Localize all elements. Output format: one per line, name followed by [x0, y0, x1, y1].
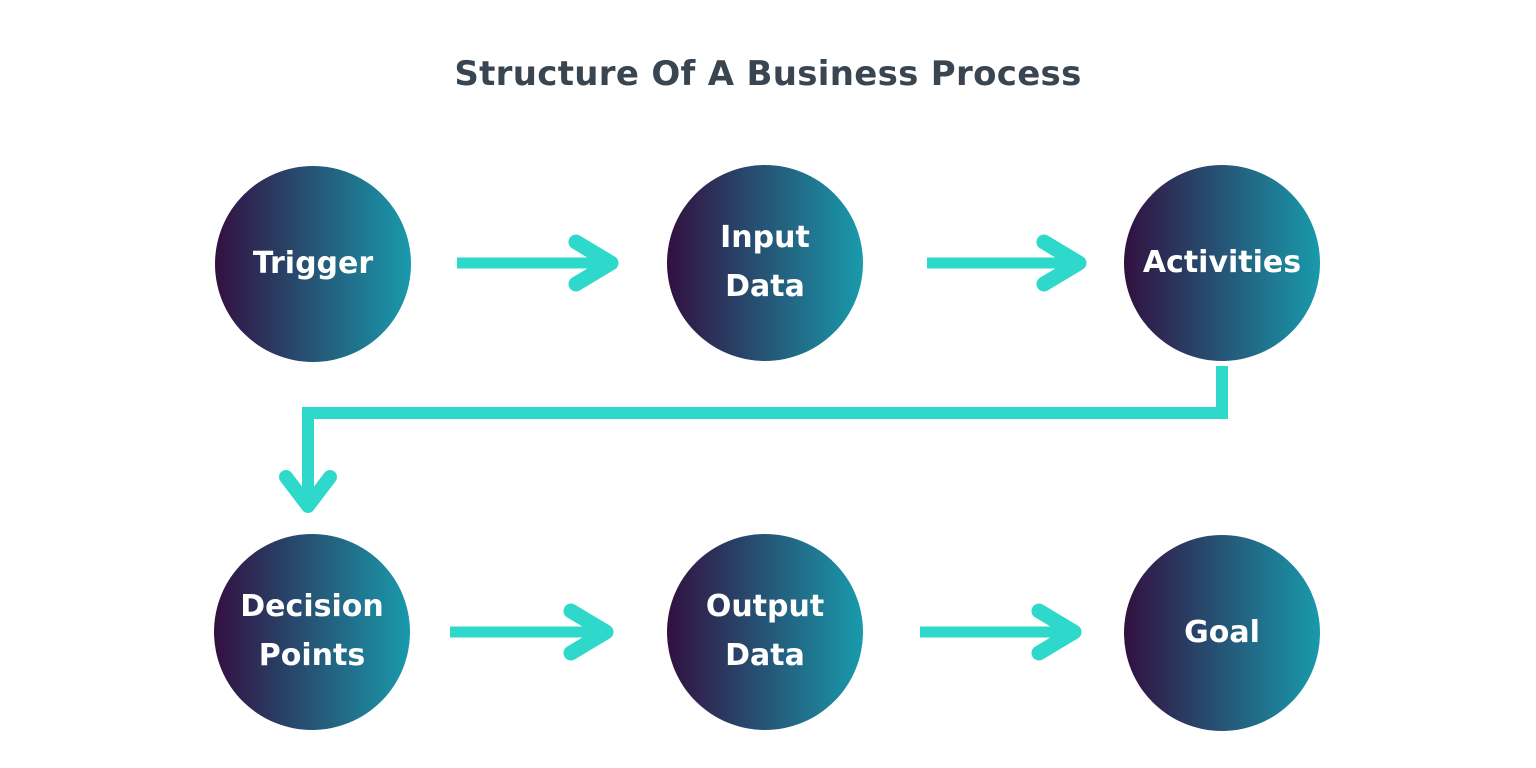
node-output-data: Output Data — [667, 534, 863, 730]
arrow-trigger-to-input-data — [457, 234, 619, 292]
node-input-data: Input Data — [667, 165, 863, 361]
node-activities: Activities — [1124, 165, 1320, 361]
node-input-data-label: Input Data — [720, 220, 810, 304]
arrow-decision-points-to-output-data — [450, 603, 614, 661]
arrow-input-data-to-activities — [927, 234, 1087, 292]
node-trigger-label: Trigger — [252, 245, 374, 281]
diagram-title: Structure Of A Business Process — [454, 54, 1082, 94]
arrow-output-data-to-goal — [920, 603, 1082, 661]
node-goal-label: Goal — [1184, 614, 1260, 650]
node-decision-points: Decision Points — [214, 534, 410, 730]
arrow-activities-to-decision-points — [279, 366, 1228, 513]
node-trigger: Trigger — [215, 166, 411, 362]
node-decision-points-label: Decision Points — [240, 589, 384, 673]
node-activities-label: Activities — [1142, 244, 1302, 280]
node-output-data-label: Output Data — [705, 589, 825, 673]
node-goal: Goal — [1124, 535, 1320, 731]
